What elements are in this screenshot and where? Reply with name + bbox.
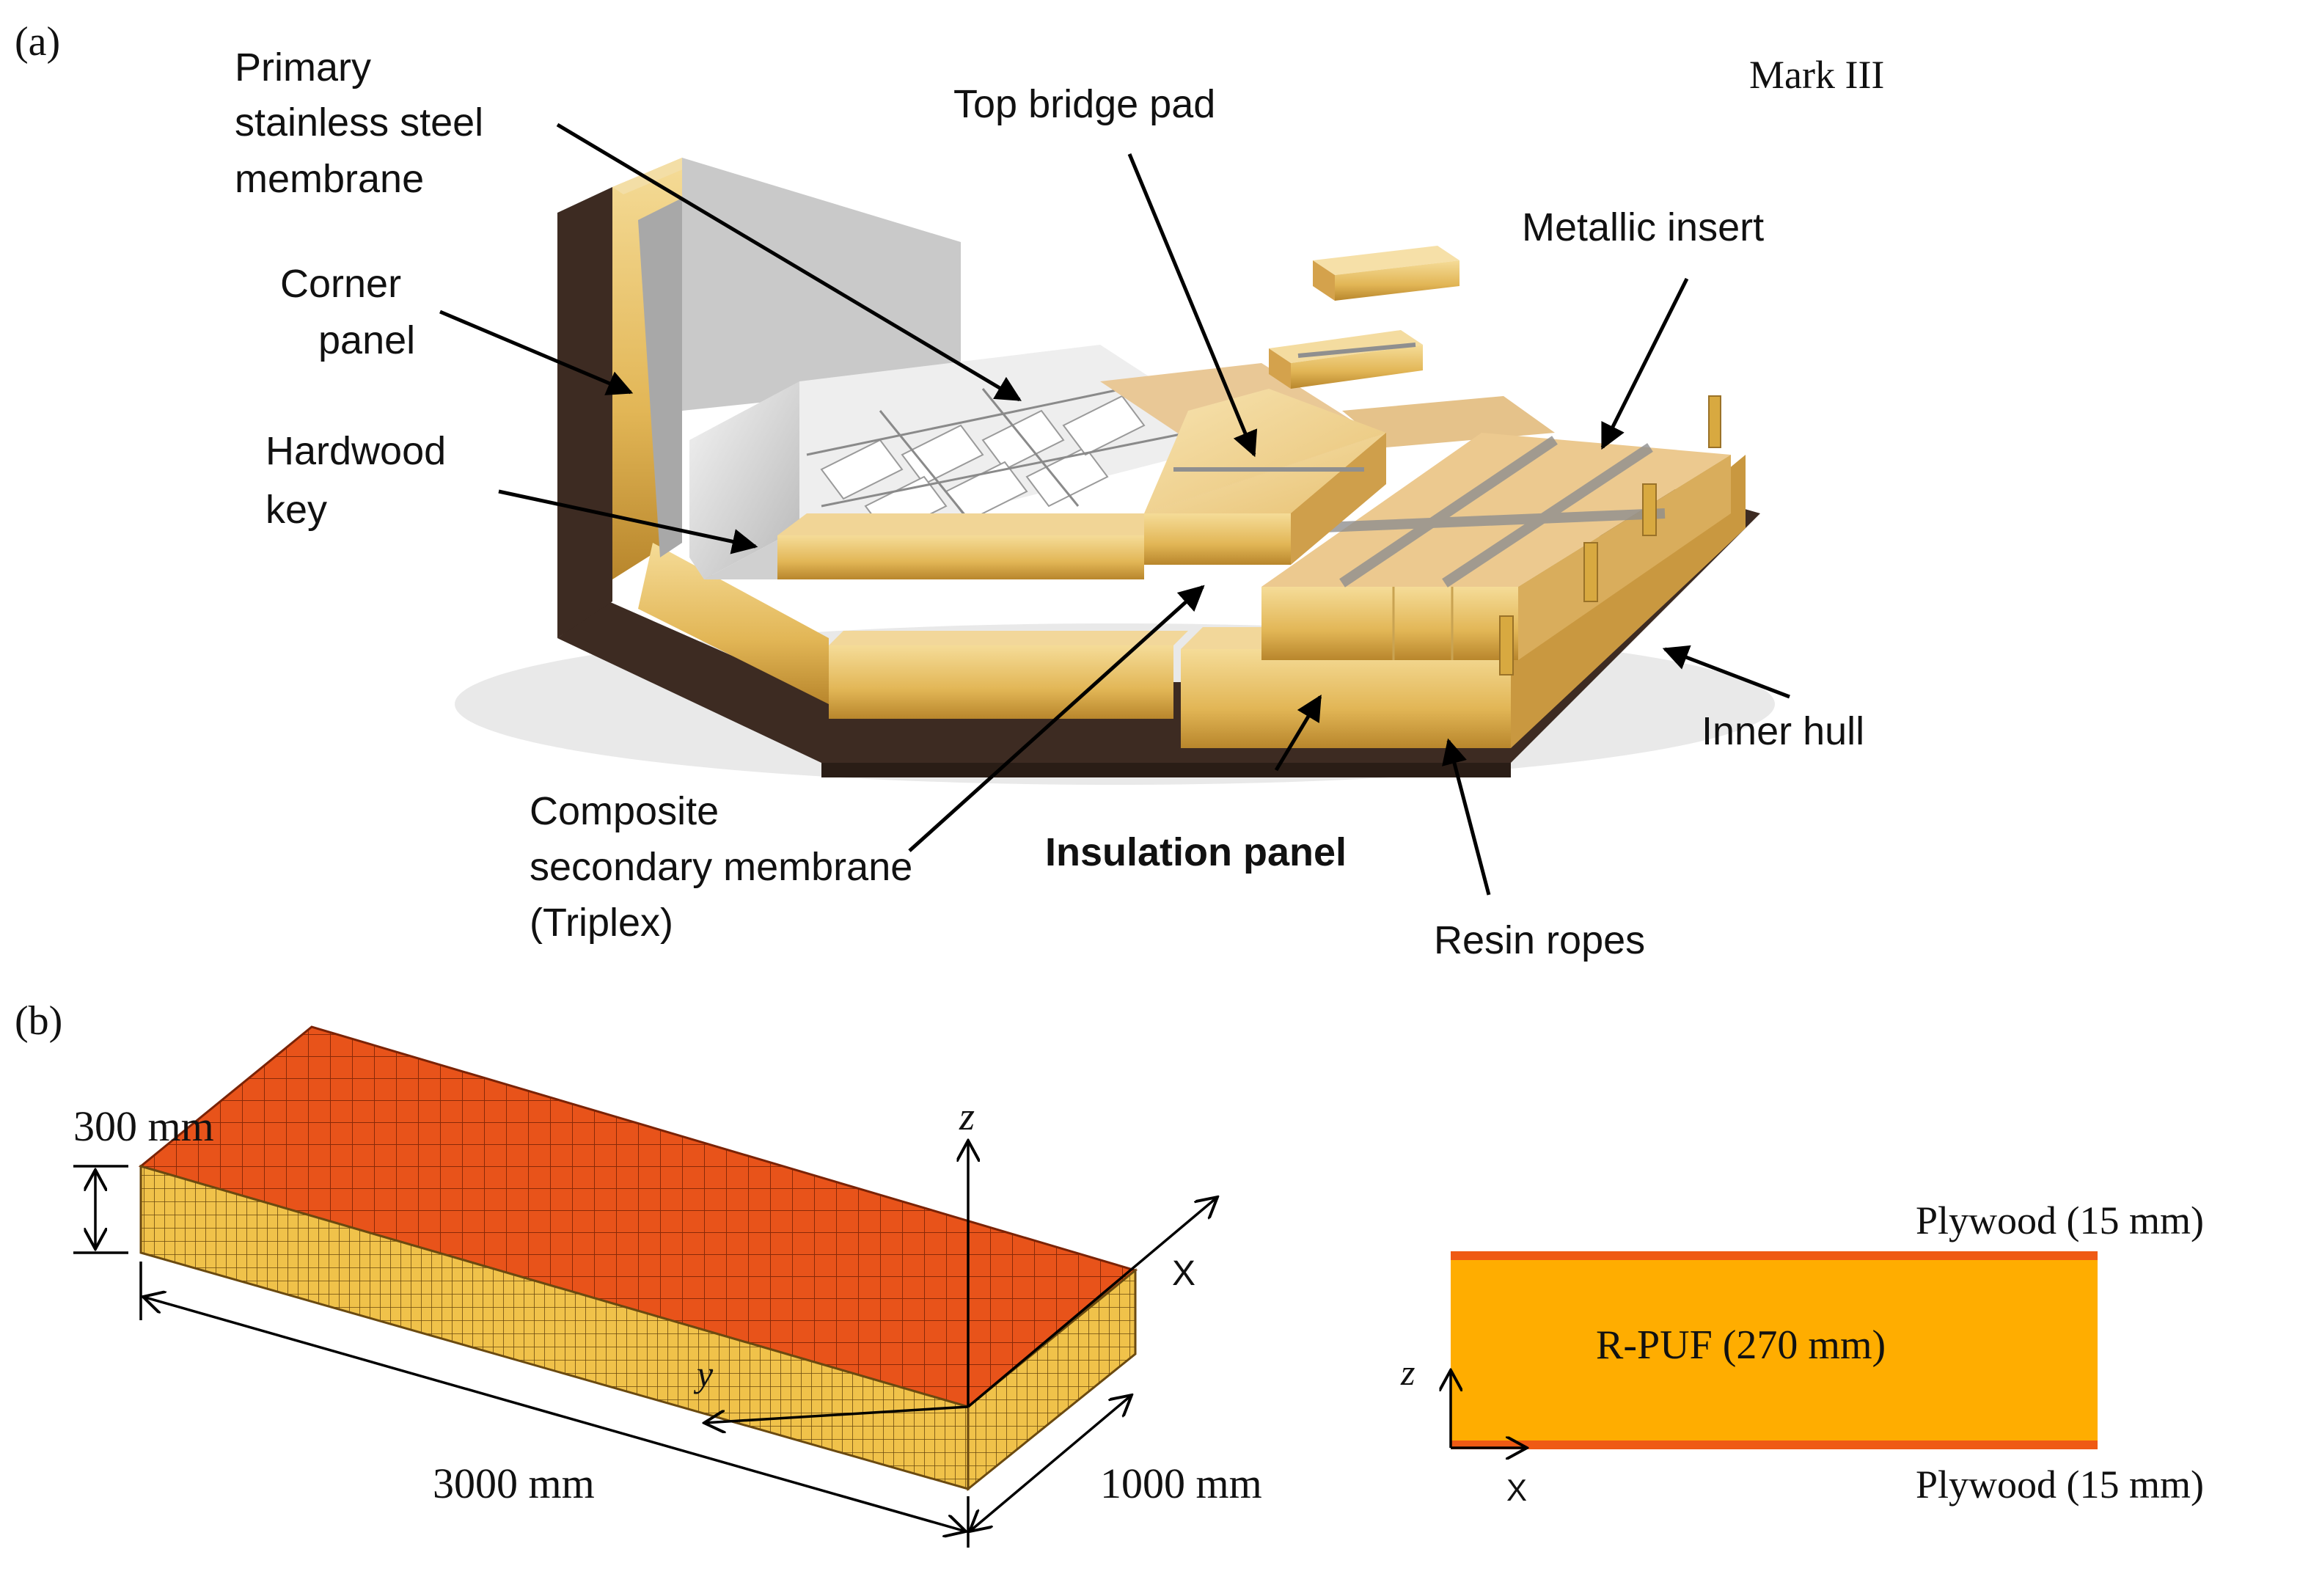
leader-inner-hull [1662,645,1790,699]
floating-pads [1269,246,1460,389]
label-composite-membrane: Composite secondary membrane (Triplex) [530,789,923,945]
leader-hardwood-key [498,489,758,554]
label-primary-membrane: Primary stainless steel membrane [235,45,494,201]
dimension-height: 300 mm [73,1102,214,1254]
section-core [1451,1256,2098,1448]
section-bottom-label: Plywood (15 mm) [1916,1463,2204,1507]
section-axis-z: z [1400,1352,1415,1393]
insulation-panels-mid [777,513,1173,579]
axis-x-label: X [1172,1254,1195,1293]
leader-composite-membrane [908,585,1205,852]
section-bottom-plywood [1451,1441,2098,1449]
panel-b: (b) 300 mm 3000 mm 1000 mm [15,998,2204,1548]
panel-b-tag: (b) [15,998,62,1044]
label-insulation-panel: Insulation panel [1045,830,1347,874]
global-axes: z X y [693,1094,1217,1423]
top-bridge-pad [1144,389,1386,565]
section-axis-x: X [1506,1473,1527,1507]
wall-insulation [612,158,961,704]
label-metallic-insert: Metallic insert [1522,205,1764,249]
section-top-label: Plywood (15 mm) [1916,1198,2204,1242]
axis-y-label: y [693,1353,714,1394]
leader-primary-membrane [556,122,1022,402]
axis-z-label: z [959,1094,975,1138]
leader-insulation-panel [1274,694,1322,772]
label-hardwood-key: Hardwood key [265,429,457,532]
panel-a-tag: (a) [15,19,60,65]
section-top-plywood [1451,1251,2098,1260]
cross-section: R-PUF (270 mm) Plywood (15 mm) Plywood (… [1400,1198,2204,1507]
dim-length-label: 3000 mm [433,1460,595,1507]
leader-resin-ropes [1442,738,1491,896]
leader-top-bridge-pad [1127,153,1258,458]
leader-lines [439,122,1790,896]
dim-width-label: 1000 mm [1100,1460,1262,1507]
label-corner-panel: Corner panel [280,262,415,362]
system-name: Mark III [1749,53,1884,97]
meshed-panel-model [138,1025,1138,1492]
dim-height-label: 300 mm [73,1102,214,1150]
leader-corner-panel [439,310,634,395]
section-core-label: R-PUF (270 mm) [1596,1322,1886,1368]
right-panel-field [1261,395,1731,676]
label-top-bridge-pad: Top bridge pad [953,82,1215,126]
label-inner-hull: Inner hull [1702,709,1864,753]
callout-labels: Primary stainless steel membrane Corner … [235,45,1864,962]
panel-a: (a) Mark III [15,19,1884,962]
leader-metallic-insert [1600,277,1689,450]
label-resin-ropes: Resin ropes [1434,918,1645,962]
dimension-length: 3000 mm [139,1262,970,1548]
dimension-width: 1000 mm [970,1395,1262,1531]
